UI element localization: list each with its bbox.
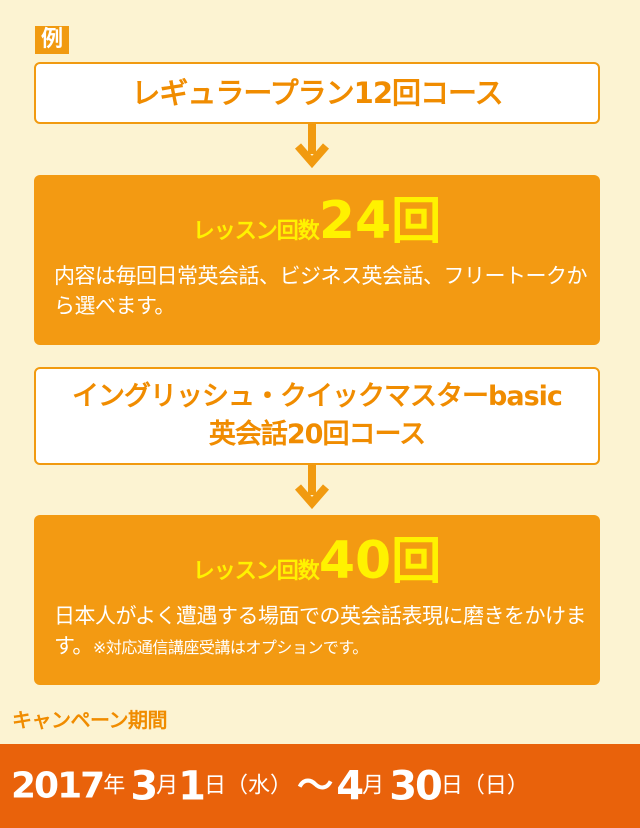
lesson-count-label: レッスン回数	[192, 559, 320, 584]
end-day: 30	[389, 763, 443, 810]
regular-plan-title-box: レギュラープラン12回コース	[34, 62, 600, 124]
lesson-count-unit: 回	[391, 532, 442, 590]
end-month-unit: 月	[362, 773, 385, 799]
quick-master-plan-title-box: イングリッシュ・クイックマスターbasic 英会話20回コース	[34, 367, 600, 465]
lesson-detail-box-40: レッスン回数40回 日本人がよく遭遇する場面での英会話表現に磨きをかけます。※対…	[34, 515, 600, 685]
quick-master-plan-title-line1: イングリッシュ・クイックマスターbasic	[72, 381, 563, 412]
start-day: 1	[178, 763, 206, 810]
lesson-count-unit: 回	[391, 192, 442, 250]
lesson-detail-box-24: レッスン回数24回 内容は毎回日常英会話、ビジネス英会話、フリートークから選べま…	[34, 175, 600, 345]
campaign-period-label: キャンペーン期間	[12, 708, 168, 732]
start-year: 2017	[11, 765, 105, 807]
end-month: 4	[336, 763, 364, 810]
lesson-count-number: 40	[318, 531, 392, 591]
lesson-description: 内容は毎回日常英会話、ビジネス英会話、フリートークから選べます。	[54, 264, 588, 318]
arrow-down-icon	[294, 124, 330, 169]
lesson-count-label: レッスン回数	[192, 219, 320, 244]
end-day-unit: 日	[440, 773, 463, 799]
year-unit: 年	[103, 773, 126, 799]
campaign-period-banner: 2017年 3月1日（水） 〜 4月 30日（日）	[0, 744, 640, 828]
example-badge: 例	[35, 26, 69, 54]
lesson-description-main: 日本人がよく遭遇する場面での英会話表現に磨きをかけます。	[54, 604, 586, 658]
quick-master-plan-title-line2: 英会話20回コース	[208, 419, 426, 450]
date-range-separator: 〜	[297, 765, 333, 807]
lesson-count-number: 24	[318, 191, 392, 251]
month-unit: 月	[156, 773, 179, 799]
regular-plan-title: レギュラープラン12回コース	[131, 76, 503, 110]
lesson-count: レッスン回数24回	[34, 191, 600, 251]
lesson-description: 日本人がよく遭遇する場面での英会話表現に磨きをかけます。※対応通信講座受講はオプ…	[54, 601, 588, 663]
lesson-count: レッスン回数40回	[34, 531, 600, 591]
start-month: 3	[130, 763, 158, 810]
end-weekday: （日）	[462, 773, 529, 799]
arrow-down-icon	[294, 465, 330, 510]
day-unit: 日	[204, 773, 227, 799]
start-weekday: （水）	[226, 773, 293, 799]
lesson-option-note: ※対応通信講座受講はオプションです。	[92, 638, 368, 657]
